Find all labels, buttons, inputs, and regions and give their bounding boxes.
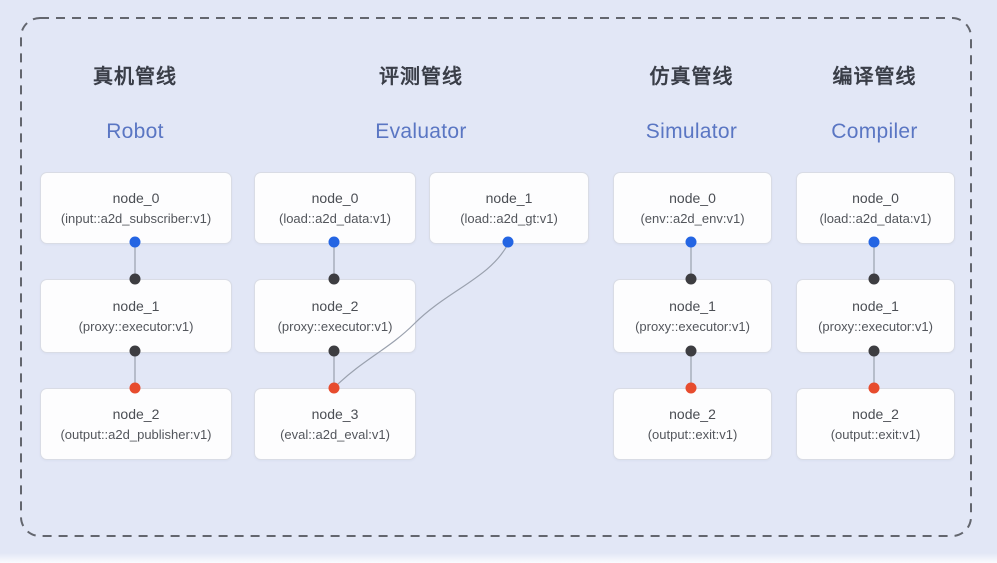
pipeline-title-en-robot: Robot bbox=[106, 120, 164, 143]
node-name: node_2 bbox=[112, 405, 160, 422]
pipeline-title-zh-evaluator: 评测管线 bbox=[379, 66, 463, 88]
node-box-evaluator-node3: node_3 (eval::a2d_eval:v1) bbox=[254, 388, 416, 460]
node-box-evaluator-node2: node_2 (proxy::executor:v1) bbox=[254, 279, 416, 353]
node-name: node_2 bbox=[669, 405, 716, 422]
node-type: (proxy::executor:v1) bbox=[78, 318, 194, 334]
pipeline-title-en-simulator: Simulator bbox=[645, 120, 738, 143]
node-box-evaluator-node1: node_1 (load::a2d_gt:v1) bbox=[429, 172, 589, 244]
node-type: (env::a2d_env:v1) bbox=[640, 210, 745, 226]
node-type: (proxy::executor:v1) bbox=[277, 318, 393, 334]
pipeline-title-zh-simulator: 仿真管线 bbox=[649, 66, 734, 88]
node-type: (load::a2d_data:v1) bbox=[278, 210, 392, 226]
bottom-fade bbox=[0, 553, 997, 563]
node-type: (proxy::executor:v1) bbox=[818, 318, 933, 334]
pipeline-title-en-evaluator: Evaluator bbox=[375, 120, 467, 143]
node-type: (eval::a2d_eval:v1) bbox=[280, 426, 390, 442]
node-box-evaluator-node0: node_0 (load::a2d_data:v1) bbox=[254, 172, 416, 244]
node-name: node_0 bbox=[112, 189, 160, 206]
node-type: (load::a2d_data:v1) bbox=[819, 210, 932, 226]
node-type: (output::exit:v1) bbox=[830, 426, 921, 442]
node-name: node_0 bbox=[311, 189, 359, 206]
node-box-simulator-node0: node_0 (env::a2d_env:v1) bbox=[613, 172, 772, 244]
node-name: node_2 bbox=[311, 297, 359, 314]
node-type: (output::exit:v1) bbox=[647, 426, 738, 442]
node-name: node_0 bbox=[852, 189, 899, 206]
node-name: node_3 bbox=[311, 405, 359, 422]
node-name: node_1 bbox=[852, 297, 899, 314]
node-name: node_1 bbox=[112, 297, 160, 314]
node-name: node_1 bbox=[485, 189, 533, 206]
node-type: (output::a2d_publisher:v1) bbox=[60, 426, 212, 442]
node-box-robot-node2: node_2 (output::a2d_publisher:v1) bbox=[40, 388, 232, 460]
node-box-compiler-node0: node_0 (load::a2d_data:v1) bbox=[796, 172, 955, 244]
node-box-compiler-node1: node_1 (proxy::executor:v1) bbox=[796, 279, 955, 353]
node-box-simulator-node2: node_2 (output::exit:v1) bbox=[613, 388, 772, 460]
pipeline-title-en-compiler: Compiler bbox=[831, 120, 918, 143]
node-box-compiler-node2: node_2 (output::exit:v1) bbox=[796, 388, 955, 460]
node-type: (proxy::executor:v1) bbox=[635, 318, 750, 334]
node-box-simulator-node1: node_1 (proxy::executor:v1) bbox=[613, 279, 772, 353]
pipeline-title-zh-compiler: 编译管线 bbox=[832, 66, 917, 88]
node-name: node_1 bbox=[669, 297, 716, 314]
node-name: node_0 bbox=[669, 189, 716, 206]
node-box-robot-node0: node_0 (input::a2d_subscriber:v1) bbox=[40, 172, 232, 244]
node-box-robot-node1: node_1 (proxy::executor:v1) bbox=[40, 279, 232, 353]
node-type: (load::a2d_gt:v1) bbox=[460, 210, 558, 226]
node-type: (input::a2d_subscriber:v1) bbox=[60, 210, 212, 226]
pipeline-title-zh-robot: 真机管线 bbox=[93, 66, 177, 88]
node-name: node_2 bbox=[852, 405, 899, 422]
